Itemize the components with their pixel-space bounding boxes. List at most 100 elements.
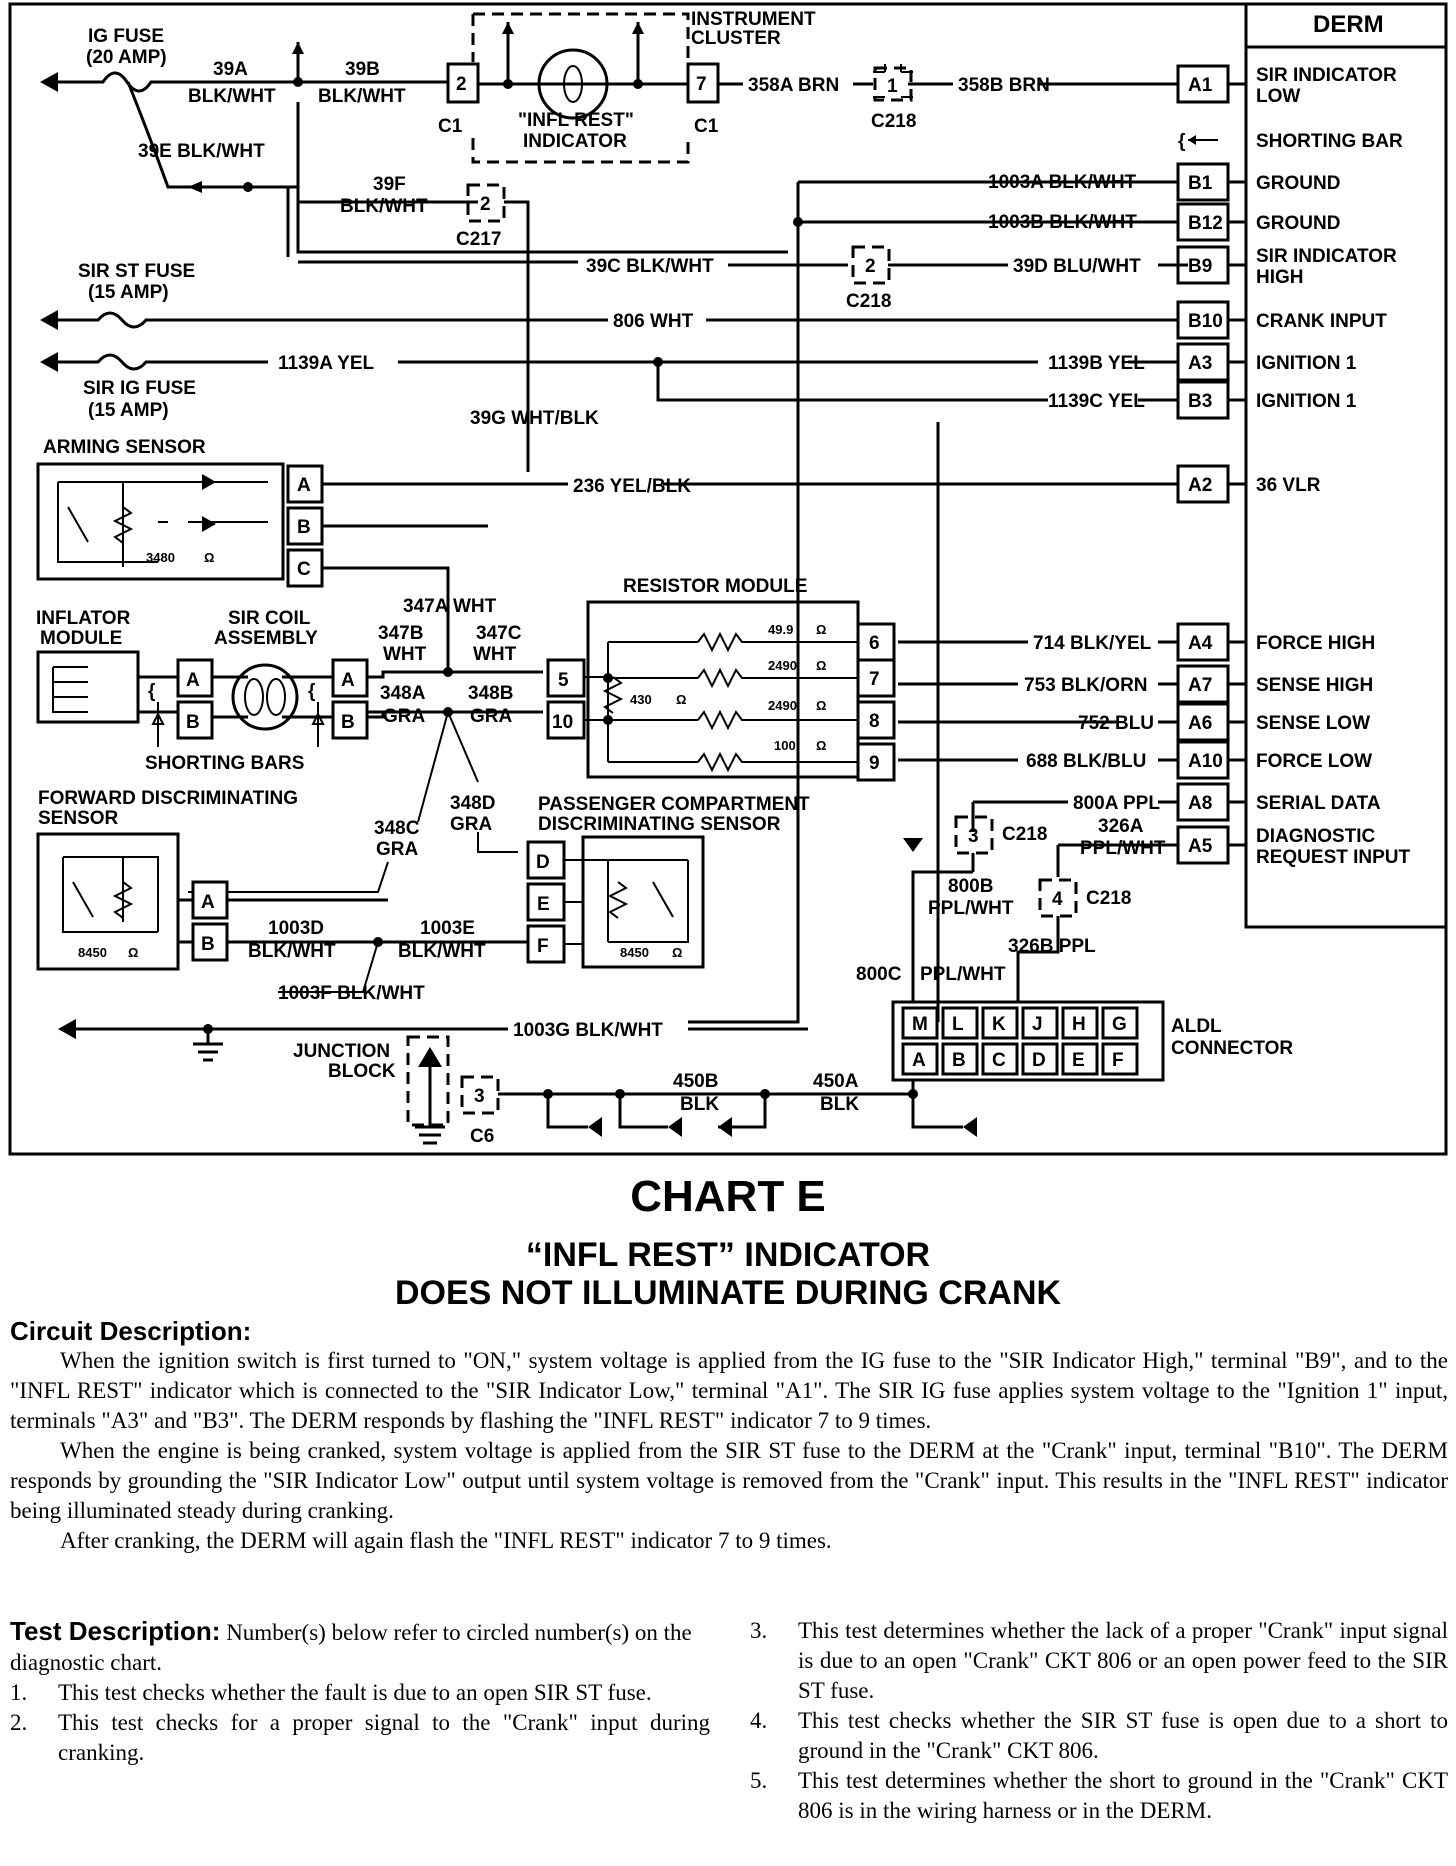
ig-fuse-label: IG FUSE	[88, 26, 164, 47]
svg-text:1003G BLK/WHT: 1003G BLK/WHT	[513, 1020, 663, 1041]
chart-title: CHART E	[630, 1172, 826, 1221]
derm-pin-label: HIGH	[1256, 267, 1304, 288]
derm-pin: A7	[1188, 675, 1212, 696]
svg-text:"INFL REST": "INFL REST"	[518, 110, 634, 131]
svg-text:PPL/WHT: PPL/WHT	[920, 964, 1006, 985]
svg-text:Ω: Ω	[816, 658, 826, 673]
svg-text:39C BLK/WHT: 39C BLK/WHT	[586, 256, 714, 277]
svg-text:1003E: 1003E	[420, 918, 475, 939]
derm-pin: B10	[1188, 311, 1223, 332]
derm-pin: A1	[1188, 75, 1213, 96]
svg-text:3: 3	[968, 826, 979, 847]
svg-text:1003B BLK/WHT: 1003B BLK/WHT	[988, 212, 1137, 233]
circuit-39c: 39C BLK/WHT 2 C218 39D BLU/WHT	[298, 245, 1188, 312]
svg-text:100: 100	[774, 738, 796, 753]
derm-pin: A5	[1188, 836, 1213, 857]
arming-sensor: ARMING SENSOR ABC 3480 Ω 236 YEL/BLK	[36, 437, 1178, 588]
svg-text:Ω: Ω	[816, 738, 826, 753]
ig-fuse-amp: (20 AMP)	[86, 47, 167, 68]
svg-text:10: 10	[552, 712, 573, 733]
svg-text:PASSENGER COMPARTMENT: PASSENGER COMPARTMENT	[538, 794, 810, 815]
svg-text:4: 4	[1052, 889, 1063, 910]
svg-text:326A: 326A	[1098, 816, 1144, 837]
svg-text:{: {	[148, 681, 155, 702]
derm-pin-label: GROUND	[1256, 173, 1340, 194]
svg-text:GRA: GRA	[383, 706, 426, 727]
svg-text:INDICATOR: INDICATOR	[523, 131, 627, 152]
svg-text:806 WHT: 806 WHT	[613, 311, 694, 332]
svg-text:39E BLK/WHT: 39E BLK/WHT	[138, 141, 265, 162]
passenger-discriminating-sensor: PASSENGER COMPARTMENT DISCRIMINATING SEN…	[526, 794, 810, 969]
svg-text:BLK/WHT: BLK/WHT	[340, 196, 428, 217]
chart-subtitle-1: “INFL REST” INDICATOR	[525, 1236, 931, 1274]
resistor-49-icon	[697, 631, 858, 653]
derm-pin-label: FORCE LOW	[1256, 751, 1372, 772]
svg-text:BLK/WHT: BLK/WHT	[318, 86, 406, 107]
ground-1003g: 1003G BLK/WHT	[58, 1019, 808, 1062]
derm-pin-label: DIAGNOSTIC	[1256, 826, 1376, 847]
down-arrow-icon	[903, 838, 923, 852]
svg-text:450A: 450A	[813, 1071, 859, 1092]
test-description-left: Test Description: Number(s) below refer …	[10, 1616, 710, 1768]
svg-text:(15 AMP): (15 AMP)	[88, 282, 169, 303]
svg-text:WHT: WHT	[383, 644, 427, 665]
derm-pin-label: IGNITION 1	[1256, 353, 1357, 374]
svg-text:39G WHT/BLK: 39G WHT/BLK	[470, 408, 599, 429]
derm-pin-label: CRANK INPUT	[1256, 311, 1387, 332]
svg-text:2: 2	[456, 74, 467, 95]
ground-source-icon	[58, 1019, 76, 1039]
svg-text:SHORTING BARS: SHORTING BARS	[145, 753, 304, 774]
svg-text:1: 1	[887, 76, 898, 97]
up-arrow-icon	[292, 42, 304, 54]
svg-text:800B: 800B	[948, 876, 993, 897]
svg-text:{: {	[1178, 131, 1185, 152]
resistor-pin: 9	[869, 753, 880, 774]
svg-text:BLK/WHT: BLK/WHT	[248, 941, 336, 962]
svg-text:347A WHT: 347A WHT	[403, 596, 497, 617]
svg-text:39B: 39B	[345, 59, 380, 80]
derm-pin-label: SIR INDICATOR	[1256, 65, 1397, 86]
derm-pin-label: LOW	[1256, 86, 1300, 107]
test-item: 4.This test checks whether the SIR ST fu…	[750, 1708, 1448, 1763]
svg-text:753 BLK/ORN: 753 BLK/ORN	[1024, 675, 1148, 696]
svg-text:714 BLK/YEL: 714 BLK/YEL	[1033, 633, 1152, 654]
derm-pin-label: 36 VLR	[1256, 475, 1321, 496]
svg-text:358B BRN: 358B BRN	[958, 75, 1050, 96]
resistor-2490-icon	[697, 667, 858, 689]
circuit-paragraph-1: When the ignition switch is first turned…	[10, 1348, 1448, 1433]
svg-text:INFLATOR: INFLATOR	[36, 608, 131, 629]
sir-st-source-icon	[40, 310, 58, 330]
sir-ig-source-icon	[40, 352, 58, 372]
svg-text:Ω: Ω	[128, 945, 138, 960]
svg-text:Ω: Ω	[816, 622, 826, 637]
svg-text:BLOCK: BLOCK	[328, 1061, 396, 1082]
svg-text:SIR ST FUSE: SIR ST FUSE	[78, 261, 195, 282]
aldl-pin: J	[1032, 1014, 1043, 1035]
derm-title: DERM	[1313, 11, 1384, 38]
svg-text:752 BLU: 752 BLU	[1078, 713, 1154, 734]
aldl-pin: A	[912, 1050, 926, 1071]
svg-text:326B PPL: 326B PPL	[1008, 936, 1096, 957]
junction-block: JUNCTION BLOCK 3 C6 450B BLK 450A BLK	[293, 1035, 977, 1147]
derm-pin-label: SHORTING BAR	[1256, 131, 1403, 152]
svg-text:B: B	[186, 712, 200, 733]
resistor-pin: 8	[869, 711, 880, 732]
svg-text:D: D	[536, 852, 550, 873]
svg-text:B: B	[341, 712, 355, 733]
svg-text:A: A	[186, 670, 200, 691]
infl-rest-bulb-icon	[537, 48, 609, 120]
derm-pin: A10	[1188, 751, 1223, 772]
chart-subtitle-2: DOES NOT ILLUMINATE DURING CRANK	[394, 1274, 1062, 1312]
circuit-paragraph-3: After cranking, the DERM will again flas…	[60, 1528, 832, 1553]
svg-text:5: 5	[558, 670, 569, 691]
svg-text:SIR IG FUSE: SIR IG FUSE	[83, 378, 196, 399]
ig-fuse-circuit: IG FUSE (20 AMP) 39A BLK/WHT 39B BLK/WHT…	[40, 26, 788, 257]
svg-text:C217: C217	[456, 229, 501, 250]
svg-text:39D BLU/WHT: 39D BLU/WHT	[1013, 256, 1141, 277]
svg-text:236 YEL/BLK: 236 YEL/BLK	[573, 476, 691, 497]
derm-pin-label: SENSE HIGH	[1256, 675, 1373, 696]
svg-text:Ω: Ω	[204, 550, 214, 565]
connector-c217: 2 C217	[456, 183, 530, 472]
derm-pin-label: FORCE HIGH	[1256, 633, 1375, 654]
